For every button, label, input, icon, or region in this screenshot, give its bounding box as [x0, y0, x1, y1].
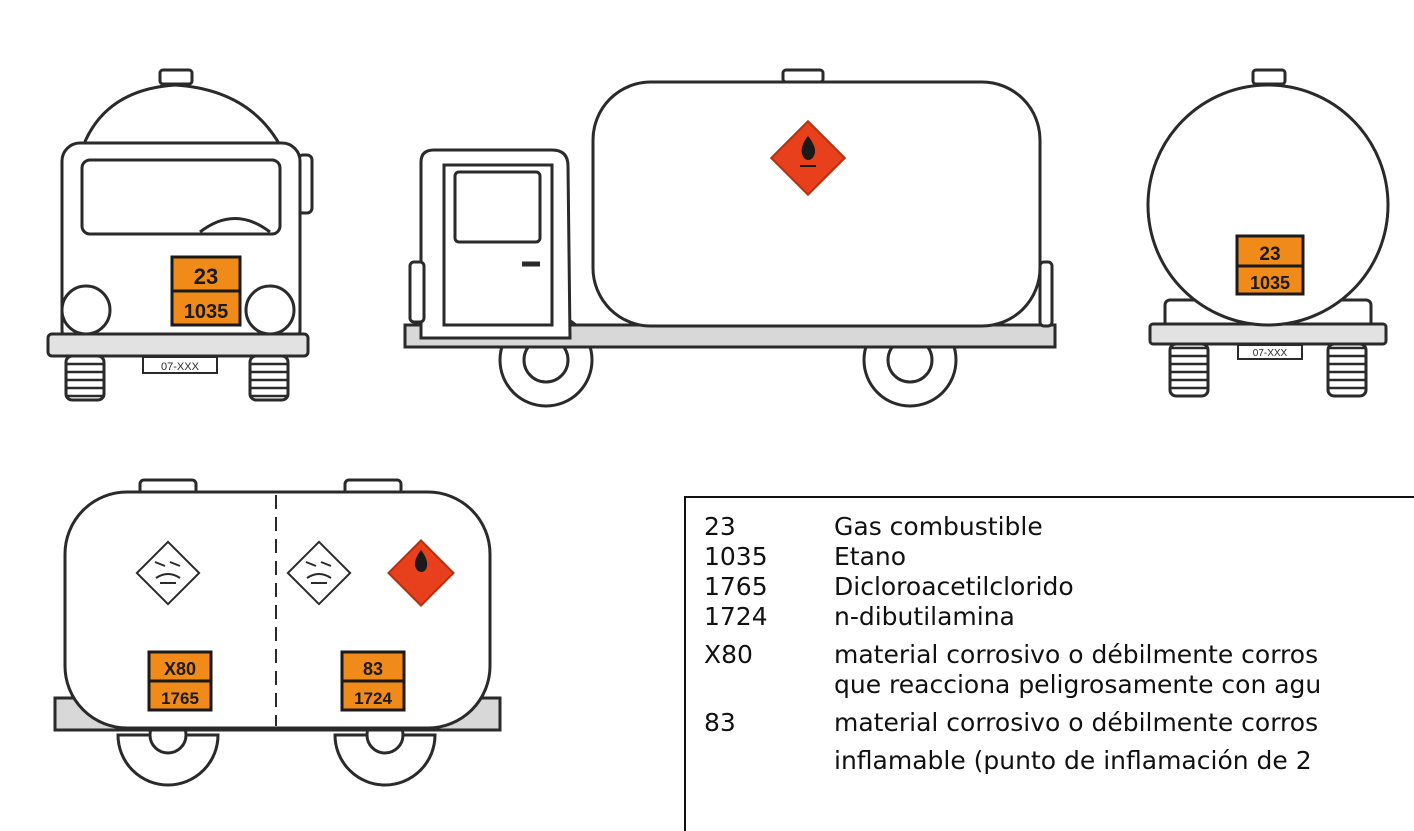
trailer-flammable-placard — [387, 539, 455, 607]
rear-hazard-panel — [1235, 234, 1305, 296]
legend-code: 23 — [704, 512, 736, 541]
trailer-right-hazard-panel — [340, 650, 406, 712]
legend-code: X80 — [704, 640, 753, 669]
legend-description: que reacciona peligrosamente con agu — [834, 670, 1322, 699]
legend-description: Etano — [834, 542, 907, 571]
trailer-corrosive-placard-left — [135, 540, 201, 606]
front-panel-un-number: 1035 — [184, 301, 229, 323]
trailer-left-un-number: 1765 — [161, 689, 199, 708]
flame-icon — [414, 550, 428, 572]
truck-front-view — [46, 68, 314, 402]
legend-description: material corrosivo o débilmente corros — [834, 708, 1319, 737]
trailer-left-hazard-panel — [147, 650, 213, 712]
front-hazard-panel — [170, 255, 242, 327]
corrosive-icon — [305, 561, 332, 584]
rear-panel-un-number: 1035 — [1250, 273, 1290, 293]
corrosive-icon — [154, 561, 181, 584]
trailer-corrosive-placard-right — [286, 540, 352, 606]
trailer-right-un-number: 1724 — [354, 689, 392, 708]
trailer-left-hazard-number: X80 — [164, 659, 196, 679]
front-panel-hazard-number: 23 — [194, 264, 218, 289]
legend-code: 1765 — [704, 572, 768, 601]
legend-description: inflamable (punto de inflamación de 2 — [834, 746, 1312, 775]
side-flammable-placard — [769, 119, 847, 197]
legend-description: n-dibutilamina — [834, 602, 1015, 631]
trailer-right-hazard-number: 83 — [363, 659, 383, 679]
rear-license-plate: 07-XXX — [1253, 348, 1288, 359]
legend-description: Dicloroacetilclorido — [834, 572, 1074, 601]
legend-box: 23 Gas combustible 1035 Etano 1765 Diclo… — [684, 496, 1414, 831]
front-license-plate: 07-XXX — [161, 361, 200, 373]
legend-description: material corrosivo o débilmente corros — [834, 640, 1319, 669]
legend-code: 1035 — [704, 542, 768, 571]
truck-rear-view — [1146, 68, 1390, 398]
legend-code: 83 — [704, 708, 736, 737]
flame-icon — [801, 136, 816, 160]
legend-description: Gas combustible — [834, 512, 1043, 541]
legend-code: 1724 — [704, 602, 768, 631]
rear-panel-hazard-number: 23 — [1259, 244, 1280, 265]
trailer-tank — [53, 478, 502, 787]
truck-side-view — [403, 68, 1057, 408]
